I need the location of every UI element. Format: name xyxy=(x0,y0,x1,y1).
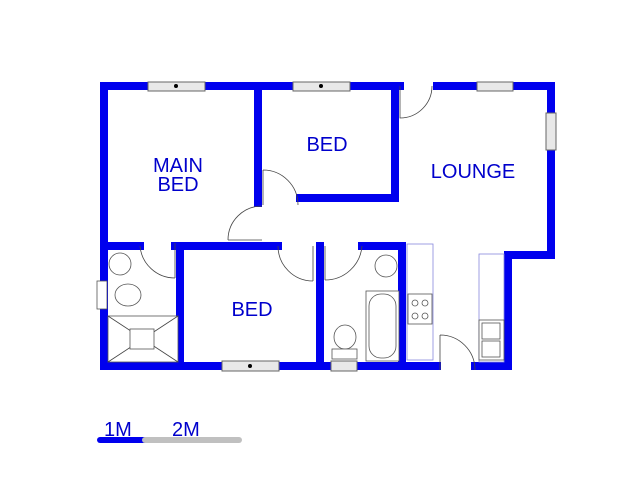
room-label-bed-lower: BED xyxy=(231,299,273,321)
counter xyxy=(478,253,505,363)
toilet-icon xyxy=(114,283,142,307)
basin-icon xyxy=(374,254,398,278)
toilet-icon xyxy=(331,324,358,360)
stove-icon xyxy=(407,293,433,325)
counter xyxy=(406,243,434,361)
fixtures xyxy=(96,243,505,363)
room-label-line: MAIN xyxy=(153,155,203,177)
room-label-bed-upper: BED xyxy=(306,134,348,156)
doors xyxy=(139,85,476,371)
scale-label-1m: 1M xyxy=(104,419,132,441)
scale-label-2m: 2M xyxy=(172,419,200,441)
sink-icon xyxy=(478,319,505,361)
toilet-cistern-icon xyxy=(96,280,108,310)
windows xyxy=(147,81,557,372)
basin-icon xyxy=(108,252,132,276)
room-label-line: BED xyxy=(157,174,199,196)
bath-icon xyxy=(365,290,400,362)
room-label-main-bed: MAIN BED xyxy=(140,155,216,196)
shower-icon xyxy=(107,315,179,363)
room-label-lounge: LOUNGE xyxy=(430,161,516,183)
